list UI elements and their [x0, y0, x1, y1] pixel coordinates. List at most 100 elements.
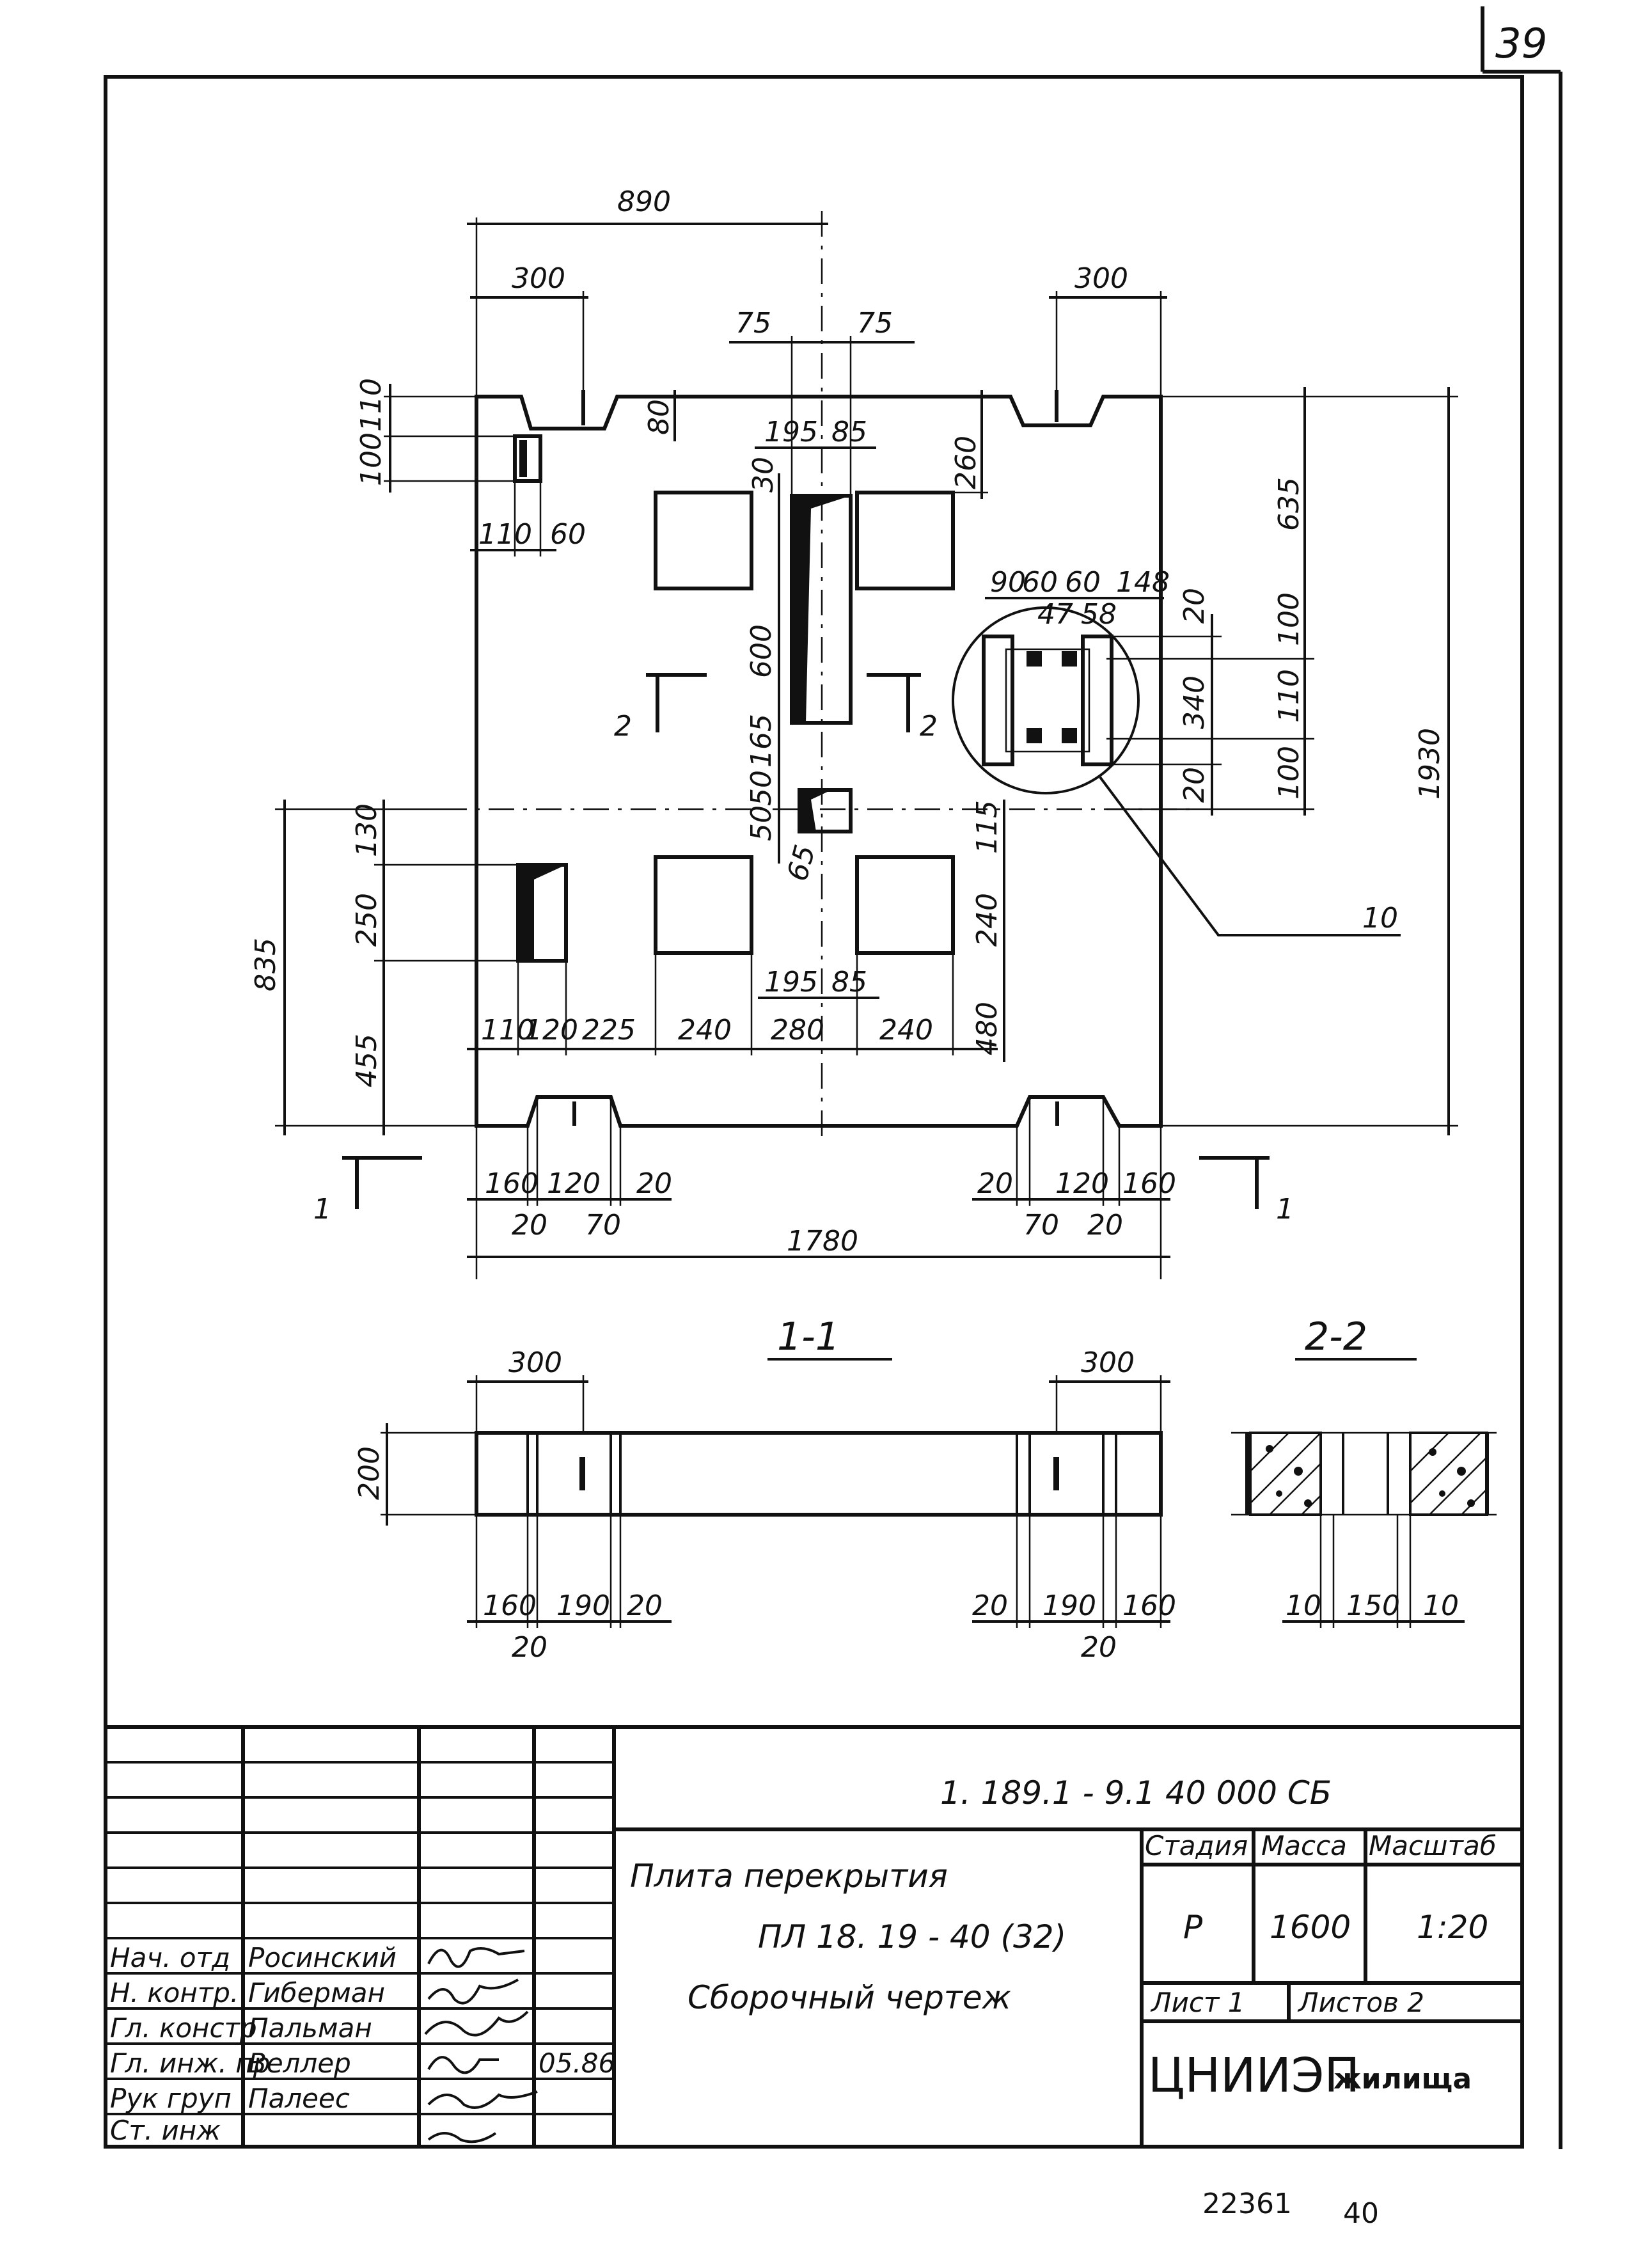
dim-80: 80 [643, 399, 675, 435]
dim-100-vert: 100 [355, 432, 388, 486]
opening-square [855, 855, 955, 955]
dim-455: 455 [350, 1034, 383, 1087]
value-mass: 1600 [1270, 1909, 1351, 1946]
sec22-dim-10-left: 10 [1286, 1590, 1321, 1622]
dim-50-a: 50 [745, 770, 778, 806]
dim-110-left: 110 [478, 518, 532, 551]
dim-835: 835 [249, 938, 282, 991]
sec11-dim-20-left-b: 20 [512, 1631, 547, 1664]
dim-100-right-top: 100 [1273, 592, 1305, 646]
dim-260: 260 [950, 436, 982, 489]
dim-58: 58 [1081, 598, 1117, 631]
dim-110-right: 110 [1273, 669, 1305, 723]
insert-top-left [513, 434, 542, 483]
value-scale: 1:20 [1417, 1909, 1488, 1946]
dim-340: 340 [1178, 675, 1211, 729]
section-2-2: 2-2 10 150 [1231, 1314, 1497, 1628]
dim-20-right-b: 20 [1087, 1209, 1123, 1242]
dim-110-vert: 110 [355, 378, 388, 432]
dim-600: 600 [745, 624, 778, 678]
dim-890: 890 [617, 185, 671, 218]
opening-square [654, 855, 753, 955]
dim-60-c: 60 [1065, 566, 1101, 599]
title-block: Нач. отд Росинский Н. контр. Гиберман Гл… [106, 1725, 1522, 2147]
role-1: Нач. отд [110, 1942, 230, 1973]
sheet-frame [104, 72, 1562, 2149]
dim-300-right: 300 [1074, 262, 1128, 295]
sec11-dim-300-right: 300 [1081, 1346, 1135, 1379]
dim-195-top: 195 [764, 416, 818, 448]
dim-75-right: 75 [857, 307, 893, 340]
header-mass: Масса [1261, 1830, 1347, 1861]
dim-70-right: 70 [1023, 1209, 1059, 1242]
sec11-dim-160-left: 160 [483, 1590, 537, 1622]
dim-480: 480 [971, 1002, 1003, 1055]
name-2: Гиберман [248, 1977, 385, 2008]
dim-47: 47 [1037, 598, 1073, 631]
section-2-mark-right: 2 [920, 710, 938, 743]
date-4: 05.86 [539, 2048, 615, 2079]
signature-rows: Нач. отд Росинский Н. контр. Гиберман Гл… [110, 1942, 615, 2146]
dim-195-bottom: 195 [764, 966, 818, 998]
role-5: Рук груп [110, 2083, 232, 2114]
section-1-1: 1-1 300 300 200 160 190 20 20 [353, 1314, 1176, 1664]
name-4: Веллер [248, 2048, 351, 2079]
dim-120-right: 120 [1055, 1167, 1109, 1200]
organization-main: ЦНИИЭП [1148, 2048, 1360, 2103]
dim-240-vert: 240 [971, 893, 1003, 947]
dim-120-left: 120 [547, 1167, 601, 1200]
role-3: Гл. констр [110, 2012, 257, 2044]
footer-page-number: 40 [1343, 2197, 1379, 2230]
sec11-dim-190-right: 190 [1042, 1590, 1096, 1622]
section-2-2-title: 2-2 [1305, 1314, 1367, 1359]
dim-20-left-b: 20 [512, 1209, 547, 1242]
dim-160-right: 160 [1122, 1167, 1176, 1200]
item-name-line2: ПЛ 18. 19 - 40 (32) [758, 1918, 1066, 1955]
organization-sub: жилища [1333, 2063, 1472, 2095]
dim-250: 250 [350, 893, 383, 947]
section-1-mark-left: 1 [313, 1193, 331, 1226]
dim-75-left: 75 [736, 307, 771, 340]
dim-60: 60 [550, 518, 586, 551]
dim-100-right-bottom: 100 [1273, 746, 1305, 800]
dim-chain-240b: 240 [879, 1014, 933, 1046]
sec11-dim-300-left: 300 [508, 1346, 562, 1379]
item-name-line1: Плита перекрытия [630, 1858, 948, 1895]
plan-view: 2 2 1 1 10 890 300 300 75 [249, 185, 1458, 1279]
document-code: 1. 189.1 - 9.1 40 000 СБ [940, 1774, 1332, 1811]
sec11-dim-160-right: 160 [1122, 1590, 1176, 1622]
dim-115: 115 [971, 800, 1003, 854]
name-3: Пальман [248, 2012, 372, 2044]
dim-chain-240: 240 [678, 1014, 732, 1046]
dim-chain-110: 110 [481, 1014, 535, 1046]
section-1-mark-right: 1 [1276, 1193, 1294, 1226]
sec11-dim-190-left: 190 [556, 1590, 610, 1622]
dim-65: 65 [781, 842, 822, 885]
dim-130: 130 [350, 803, 383, 857]
callout-number: 10 [1362, 902, 1398, 935]
value-stage: Р [1183, 1909, 1203, 1946]
plan-dimensions: 890 300 300 75 75 195 85 110 100 80 [249, 185, 1458, 1279]
role-2: Н. контр. [110, 1977, 239, 2008]
sec22-dim-150: 150 [1346, 1590, 1400, 1622]
dim-50-b: 50 [745, 805, 778, 841]
dim-165: 165 [745, 714, 778, 768]
sec11-dim-20-right-b: 20 [1081, 1631, 1117, 1664]
opening-square [855, 491, 955, 590]
dim-300-left: 300 [512, 262, 565, 295]
callout-leader [1099, 776, 1401, 936]
opening-square [654, 491, 753, 590]
sec22-dim-10-right: 10 [1423, 1590, 1459, 1622]
dim-635: 635 [1273, 477, 1305, 531]
dim-chain-280: 280 [771, 1014, 824, 1046]
role-4: Гл. инж. пр [110, 2048, 270, 2079]
dim-20-top: 20 [1178, 588, 1211, 624]
sec11-dim-20-left-a: 20 [627, 1590, 663, 1622]
item-name-line3: Сборочный чертеж [688, 1979, 1011, 2016]
header-stage: Стадия [1145, 1830, 1248, 1861]
sheets-total: Листов 2 [1297, 1987, 1424, 2018]
dim-90: 90 [990, 566, 1026, 599]
sec11-dim-200: 200 [353, 1446, 386, 1500]
